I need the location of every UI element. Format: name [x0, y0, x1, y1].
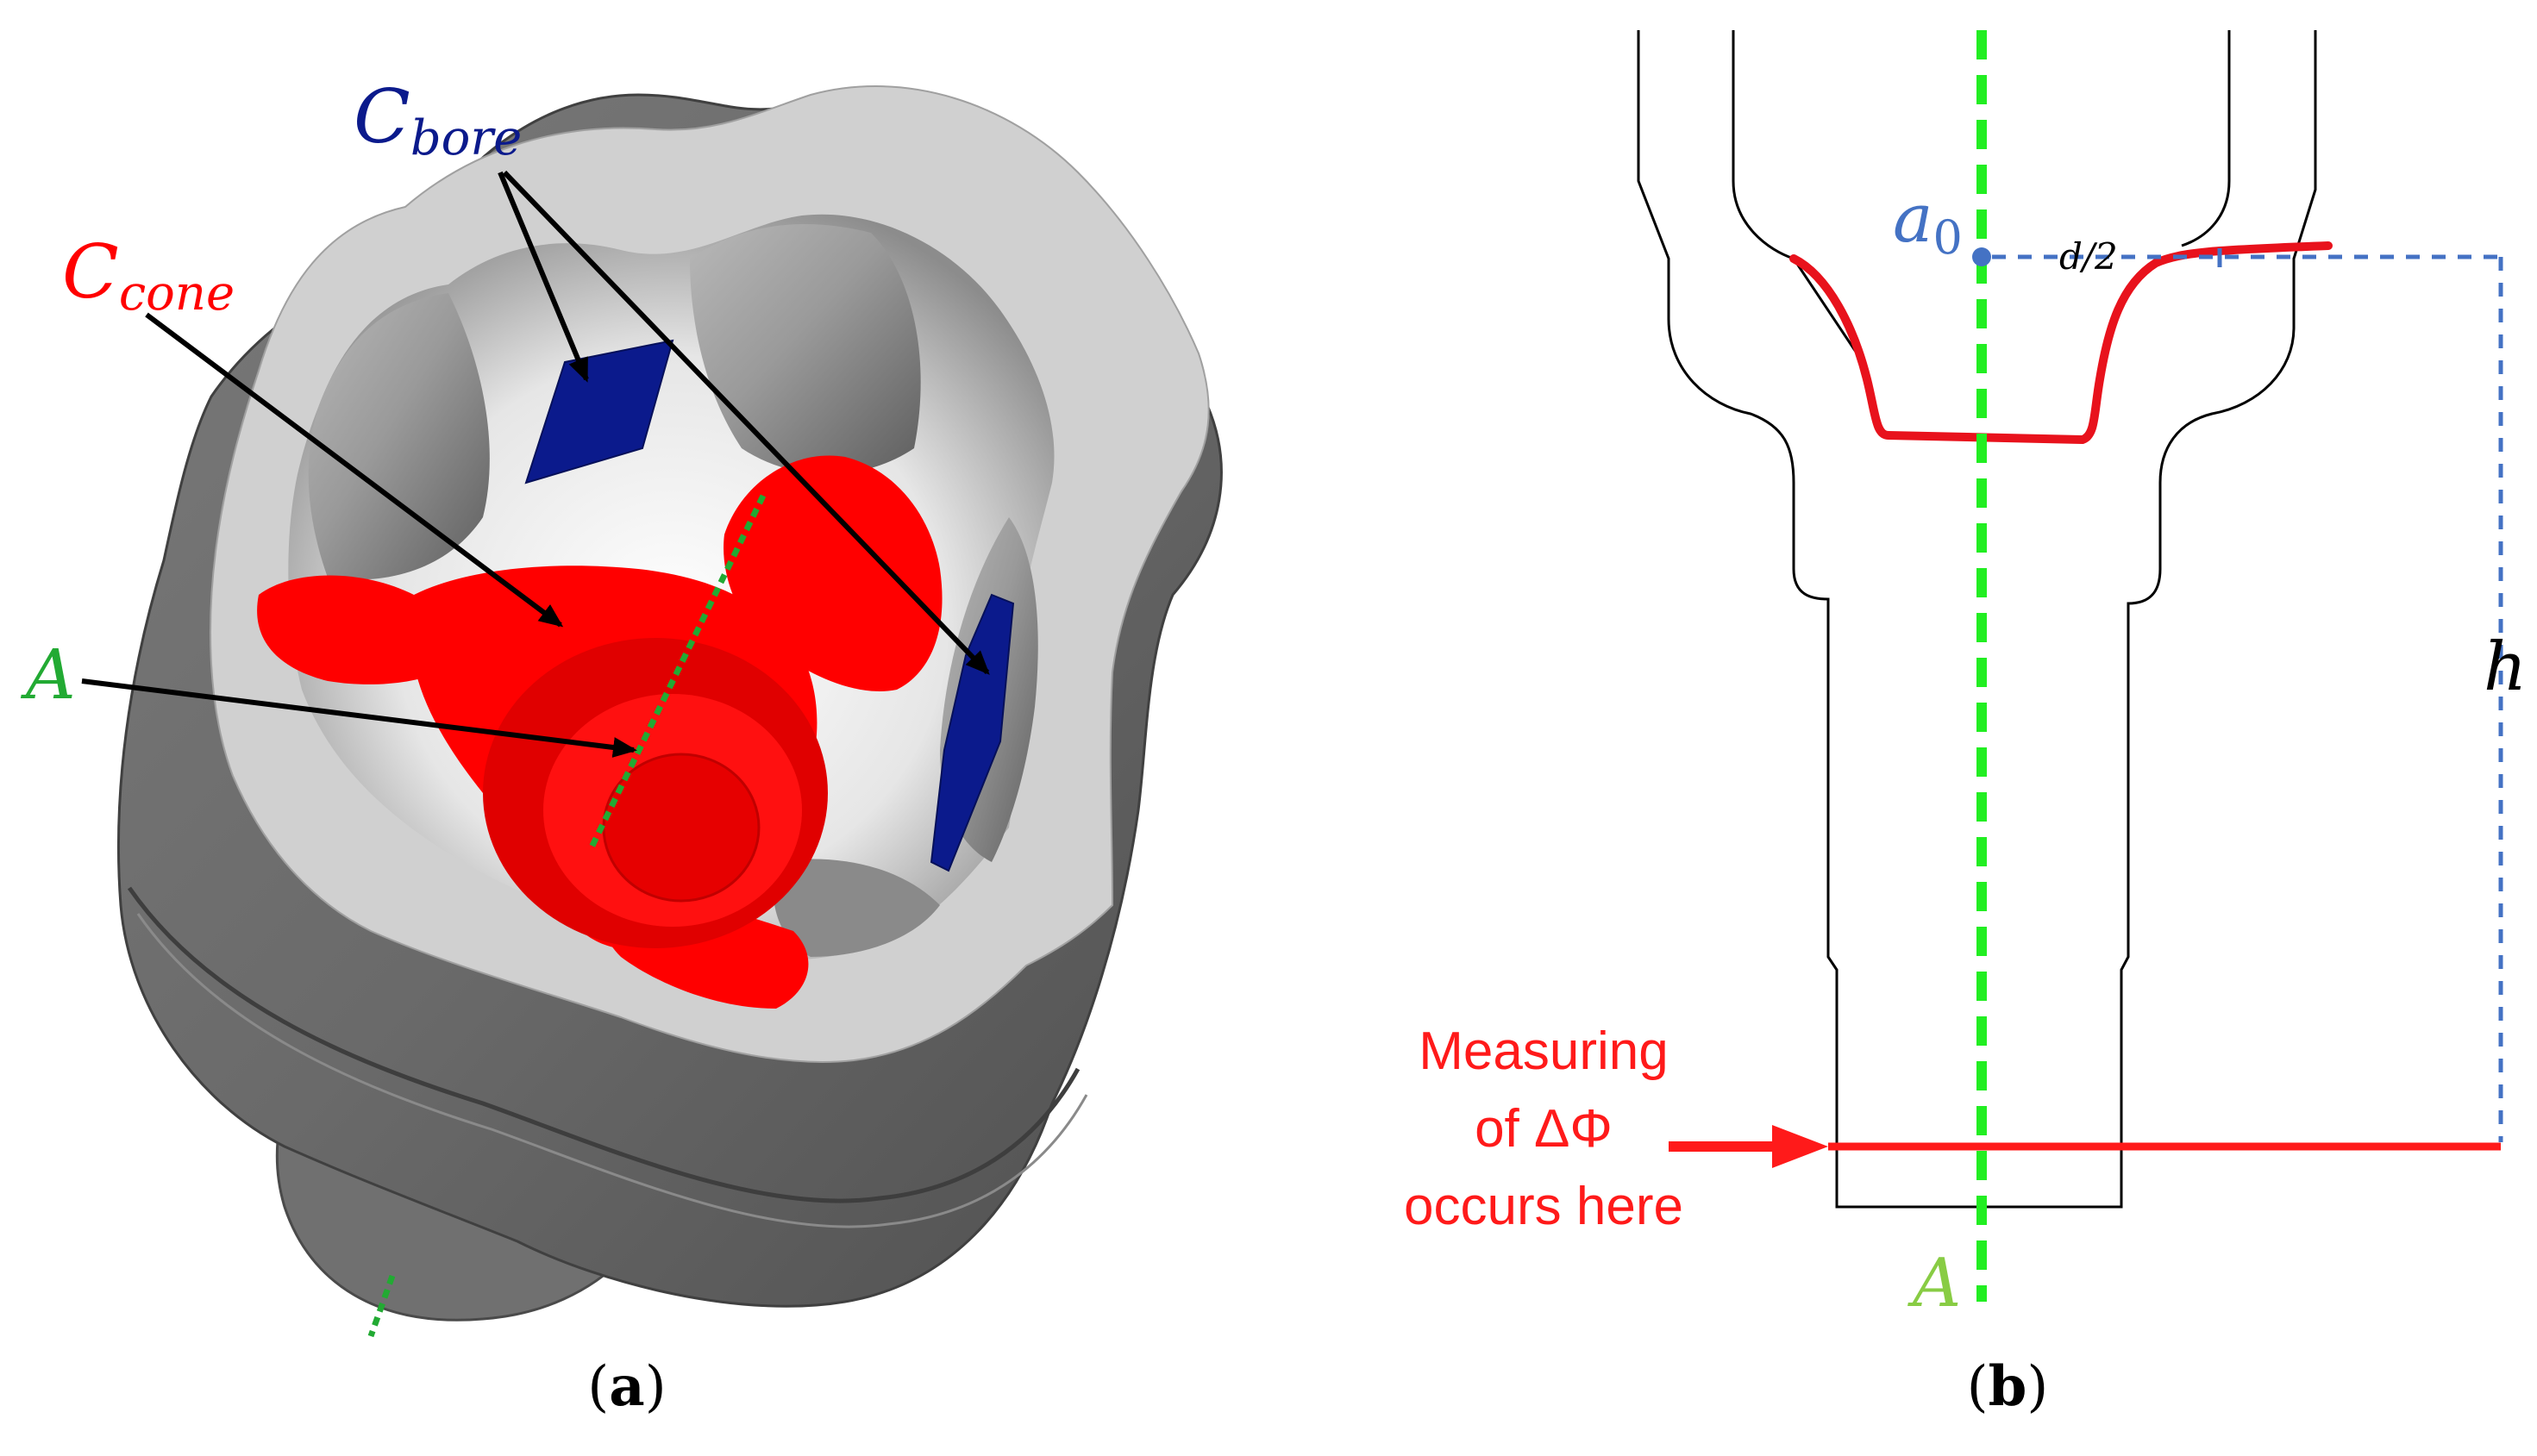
arrow-bore-top: [498, 171, 589, 383]
pocket-top: [690, 224, 921, 474]
label-half-diameter: d/2: [2059, 235, 2118, 278]
bore-surface-top[interactable]: [524, 339, 674, 484]
measure-line-1: Measuring: [1419, 1022, 1668, 1081]
pocket-left: [308, 293, 490, 580]
panel-b: a0 d/2 h A Measuring of ΔΦ occurs here (…: [1404, 30, 2527, 1419]
label-c-bore: Cbore: [354, 74, 522, 166]
panel-a: Cbore Ccone A (a): [20, 74, 1223, 1419]
label-a0: a0: [1893, 180, 1963, 265]
axis-a-line: [587, 494, 767, 851]
cone-surface-group[interactable]: [257, 455, 943, 1009]
measure-line-2: of ΔΦ: [1475, 1099, 1613, 1159]
profile-outer-left: [1637, 30, 2317, 1209]
label-c-cone: Ccone: [62, 229, 235, 322]
label-axis-a-b: A: [1907, 1245, 1961, 1322]
profile-inner-bore-right: [2181, 30, 2231, 247]
measure-line-3: occurs here: [1404, 1177, 1683, 1236]
measuring-arrow-head: [1772, 1125, 1828, 1168]
axis-a-line-bottom: [367, 1274, 396, 1338]
arrow-axis: [81, 678, 637, 758]
cone-channel-left: [257, 575, 460, 684]
label-height: h: [2484, 628, 2527, 706]
caption-a: (a): [587, 1354, 666, 1419]
arrow-cone: [145, 312, 564, 628]
bore-surface-right[interactable]: [930, 593, 1015, 872]
point-a0: [1972, 247, 1991, 266]
caption-b: (b): [1967, 1354, 2049, 1419]
measuring-annotation: Measuring of ΔΦ occurs here: [1404, 1022, 1683, 1236]
body-groove: [127, 886, 1081, 1203]
profile-inner-bore: [1732, 30, 1864, 363]
arrow-bore-right: [502, 170, 990, 675]
pocket-bottom: [773, 859, 940, 957]
label-axis-a: A: [20, 634, 76, 715]
body-groove-2: [136, 913, 1088, 1228]
